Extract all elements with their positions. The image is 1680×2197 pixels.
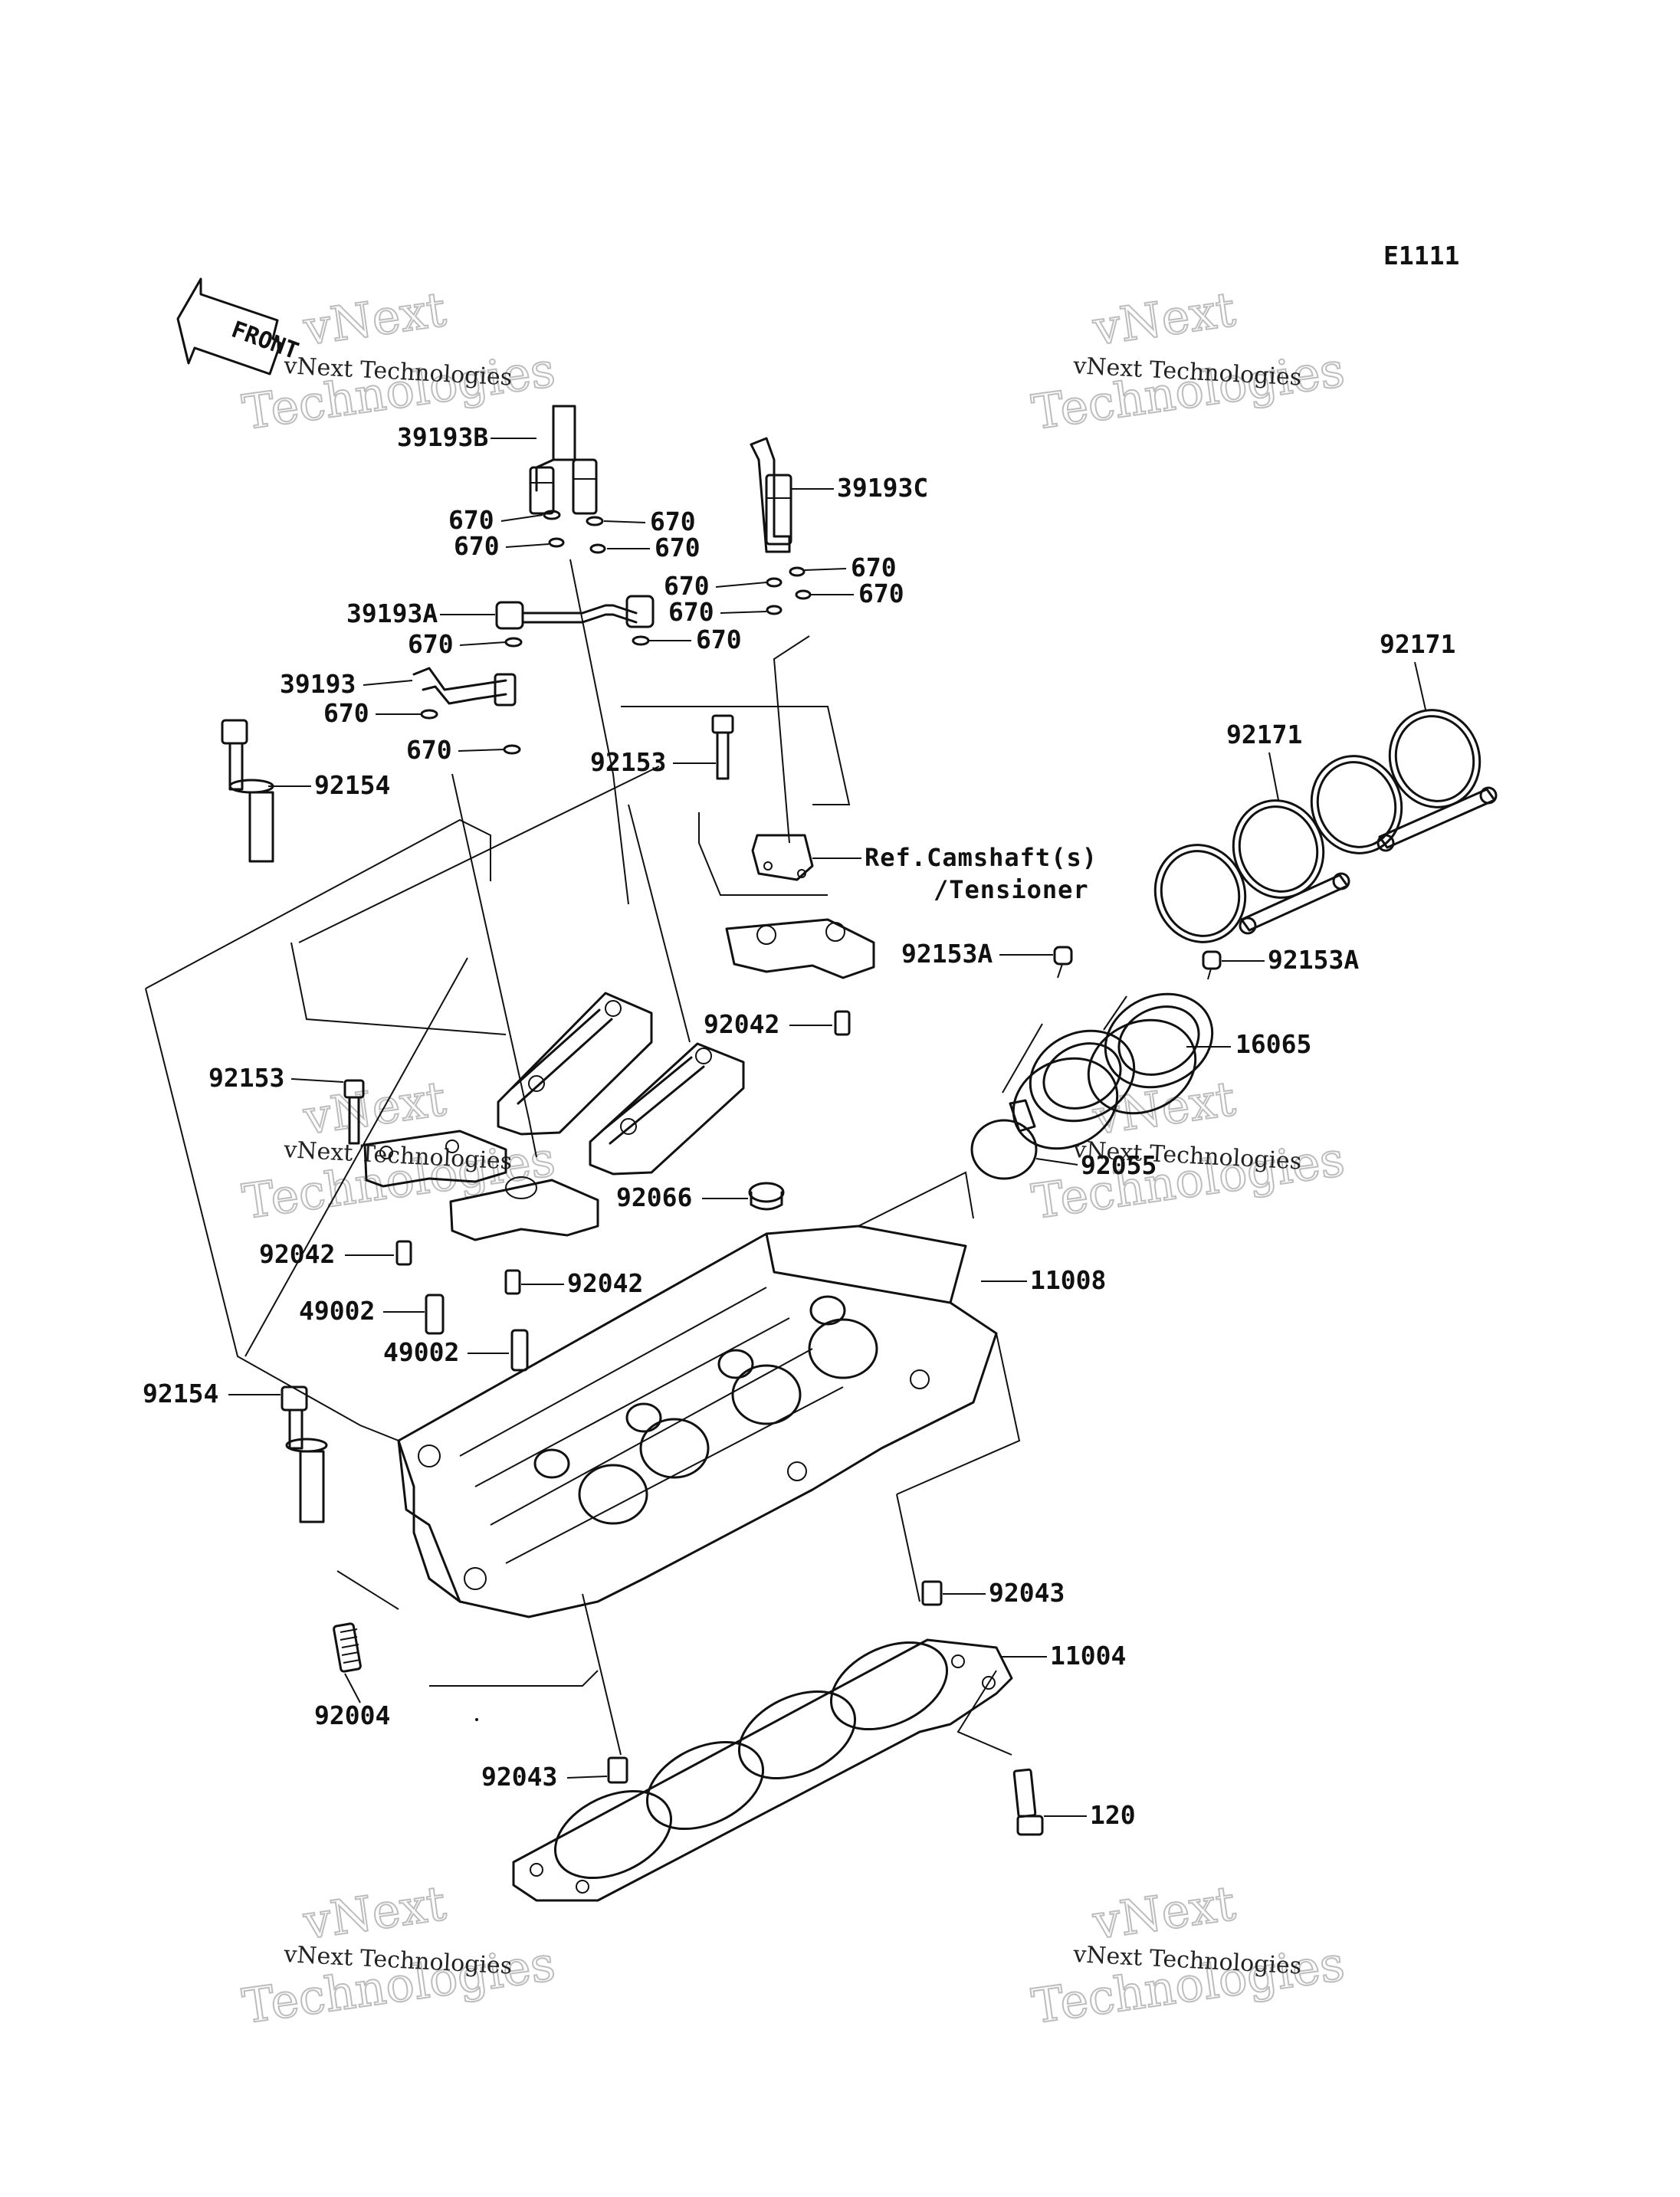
label-92153-left: 92153: [208, 1063, 284, 1093]
label-670-a: 670: [448, 505, 494, 535]
label-670-d: 670: [655, 533, 701, 562]
bolt-92154-lower: [281, 1385, 328, 1523]
dowel-92042-mid: [504, 1269, 521, 1295]
guide-49002-left: [425, 1294, 445, 1335]
label-49002-right: 49002: [383, 1337, 459, 1367]
label-92154-lower: 92154: [143, 1379, 218, 1408]
watermark-big-vnext: vNext: [1089, 1875, 1239, 1950]
label-39193b: 39193B: [397, 422, 488, 452]
watermark-big-vnext: vNext: [300, 281, 449, 356]
bolt-92153-top: [711, 714, 734, 780]
front-label: FRONT: [228, 316, 302, 366]
bolt-120: [1012, 1768, 1044, 1836]
oil-pipe-39193: [412, 667, 517, 707]
label-670-k: 670: [323, 698, 369, 728]
label-92153a-left: 92153A: [901, 939, 993, 969]
label-39193: 39193: [280, 669, 356, 699]
label-670-c: 670: [454, 531, 500, 561]
label-92042-top: 92042: [704, 1009, 779, 1039]
label-92004: 92004: [314, 1700, 390, 1730]
holders-16065: [1009, 992, 1214, 1150]
label-16065: 16065: [1235, 1029, 1311, 1059]
ref-tensioner-label: /Tensioner: [934, 875, 1089, 904]
dowel-92043-right: [921, 1580, 943, 1606]
label-670-h: 670: [858, 579, 904, 608]
head-gasket-11004: [512, 1638, 1013, 1902]
bolt-92153a-left: [1053, 946, 1073, 979]
label-670-f: 670: [851, 553, 897, 582]
oil-pipe-39193a: [495, 595, 655, 630]
oil-pipe-39193b: [529, 405, 598, 515]
watermark-big-vnext: vNext: [300, 1071, 449, 1146]
watermark-big-vnext: vNext: [300, 1875, 449, 1950]
clamps-92171: [1153, 709, 1498, 943]
watermark-big-vnext: vNext: [1089, 281, 1239, 356]
label-92171-left: 92171: [1226, 720, 1302, 749]
dowel-92043-left: [607, 1756, 628, 1784]
watermark-bottom-left: vNext Technologies vNext Technologies: [238, 1874, 559, 2035]
cylinder-head-11008: [397, 1225, 998, 1618]
ref-camshaft-label: Ref.Camshaft(s): [865, 843, 1098, 872]
camshaft-cap-upper: [725, 918, 875, 1036]
front-arrow-icon: FRONT: [176, 277, 302, 375]
dowel-92042-left: [395, 1240, 412, 1266]
watermark-bottom-right: vNext Technologies vNext Technologies: [1028, 1874, 1348, 2035]
plug-92066: [748, 1182, 785, 1211]
camshaft-cap-right: [449, 1176, 599, 1241]
label-92043-left: 92043: [481, 1762, 557, 1792]
label-92154-top: 92154: [314, 770, 390, 800]
guide-49002-right: [510, 1329, 529, 1372]
label-92055: 92055: [1081, 1150, 1157, 1180]
label-670-b: 670: [650, 507, 696, 536]
label-670-i: 670: [408, 629, 454, 659]
watermark-top-right: vNext Technologies vNext Technologies: [1028, 280, 1348, 441]
tensioner-bracket: [751, 834, 814, 881]
label-670-e: 670: [664, 571, 710, 601]
diagram-code: E1111: [1383, 241, 1459, 271]
watermark-mid-right: vNext Technologies vNext Technologies: [1028, 1070, 1348, 1231]
stray-dot: [475, 1718, 478, 1721]
watermark-mid-left: vNext Technologies vNext Technologies: [238, 1070, 559, 1231]
bolt-92154-top: [221, 719, 274, 863]
o-ring-92055: [970, 1119, 1038, 1180]
stud-92004: [333, 1622, 362, 1673]
label-670-g: 670: [668, 597, 714, 627]
bolt-92153a-right: [1202, 950, 1222, 980]
label-670-j: 670: [696, 625, 742, 654]
label-670-l: 670: [406, 735, 452, 765]
label-39193c: 39193C: [837, 473, 928, 503]
label-39193a: 39193A: [346, 598, 438, 628]
label-92043-right: 92043: [989, 1578, 1065, 1608]
label-92153-top: 92153: [590, 747, 666, 777]
label-92066: 92066: [616, 1182, 692, 1212]
label-11008: 11008: [1030, 1265, 1106, 1295]
label-92171-right: 92171: [1380, 629, 1455, 659]
camshaft-holder-left: [497, 992, 653, 1136]
label-92153a-right: 92153A: [1268, 945, 1359, 975]
label-120: 120: [1090, 1800, 1136, 1830]
oil-pipe-39193c: [750, 437, 792, 553]
label-11004: 11004: [1050, 1641, 1126, 1671]
camshaft-cap-left: [363, 1130, 507, 1188]
bolt-92153-left: [343, 1079, 365, 1145]
camshaft-holder-right: [589, 1042, 745, 1176]
label-92042-mid: 92042: [567, 1268, 643, 1298]
label-49002-left: 49002: [299, 1296, 375, 1326]
